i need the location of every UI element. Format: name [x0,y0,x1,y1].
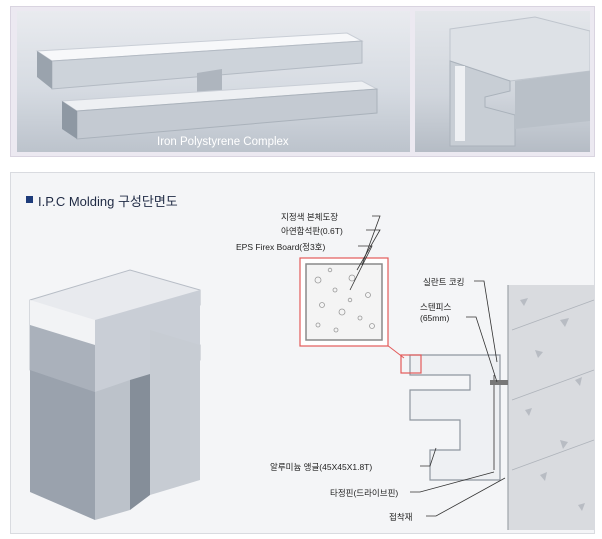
label-eps-board: EPS Firex Board(정3호) [236,242,326,252]
photo-caption: Iron Polystyrene Complex [157,136,289,148]
eps-detail-zoom [299,257,389,347]
label-drive-pin: 타정핀(드라이브핀) [330,488,399,498]
label-sealant-caulking: 실란트 코킹 [423,277,465,287]
molding-3d-render [29,269,201,520]
label-aluminum-angle: 알루미늄 앵글(45X45X1.8T) [270,462,373,472]
label-adhesive: 접착재 [389,512,413,522]
molding-render-right [449,16,590,147]
top-photo-banner: Iron Polystyrene Complex [10,6,595,157]
ipc-molding-photo-right [415,11,590,152]
leader-lines [349,215,506,517]
label-finish-coating: 지정색 본체도장 [281,212,339,222]
molding-cross-section [409,354,508,481]
label-stainless-size: (65mm) [420,313,450,323]
section-bullet-icon [26,196,33,203]
ipc-molding-photo-left: Iron Polystyrene Complex [17,11,410,152]
label-stainless: 스텐피스 [420,302,452,312]
concrete-wall [507,285,595,530]
drive-pin-icon [490,380,508,385]
zoom-marker [400,354,422,374]
molding-render-left [35,32,379,140]
section-title: I.P.C Molding 구성단면도 [38,194,178,209]
label-galvanized-plate: 아연함석판(0.6T) [281,226,343,236]
